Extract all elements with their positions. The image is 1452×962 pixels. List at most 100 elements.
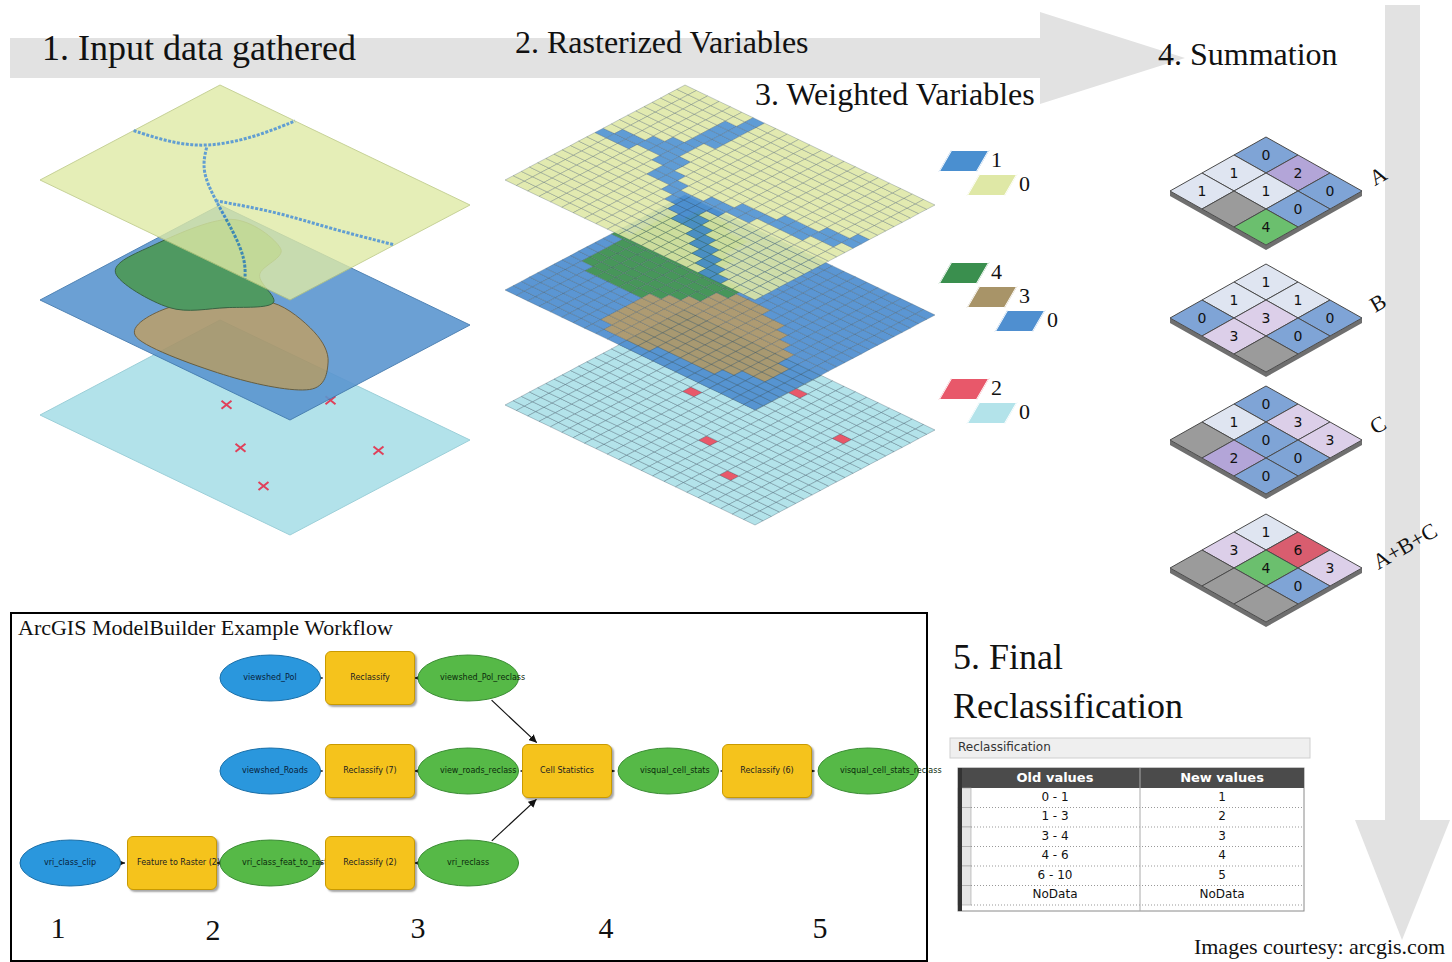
node-text: Reclassify (7) <box>329 765 411 776</box>
value-grid <box>1170 264 1362 377</box>
data-ellipse: viewshed_Pol <box>219 654 322 702</box>
land-area <box>40 85 470 300</box>
step-number: 3 <box>411 911 426 946</box>
step-number: 1 <box>51 911 66 946</box>
legend-value: 3 <box>1019 283 1030 308</box>
table-cell: NoData <box>1200 888 1245 902</box>
tool-box: Cell Statistics <box>522 744 612 798</box>
ellipse-outline <box>618 748 719 794</box>
flow-arrow <box>1355 5 1450 940</box>
point-mark <box>374 447 384 455</box>
grid-cell <box>1234 336 1298 372</box>
table-cell: 4 - 6 <box>1041 849 1068 863</box>
legend-value: 1 <box>991 147 1002 172</box>
cell-value: 0 <box>1294 578 1303 594</box>
cell-value: 0 <box>1262 147 1271 163</box>
legend-swatch <box>995 310 1046 332</box>
point-mark <box>259 482 269 490</box>
raster-cell <box>916 200 936 210</box>
node-text: vri_class_feat_to_rast <box>236 857 304 868</box>
point-mark <box>222 401 232 409</box>
legend-swatch <box>939 150 990 172</box>
table-cell: 0 - 1 <box>1041 791 1068 805</box>
cell-value: 2 <box>1230 450 1239 466</box>
reclass-table <box>950 738 1310 911</box>
step-number: 4 <box>599 911 614 946</box>
map-layer <box>40 85 470 300</box>
table-cell: 4 <box>1218 849 1226 863</box>
cell-value: 4 <box>1262 560 1271 576</box>
raster-layer <box>505 195 935 410</box>
cell-value: 0 <box>1294 450 1303 466</box>
table-cell: 3 <box>1218 830 1226 844</box>
raster-cell <box>916 425 936 435</box>
step-title: 4. Summation <box>1158 36 1338 73</box>
node-text: visqual_cell_stats_reclass <box>834 765 902 776</box>
legend-swatch <box>967 402 1018 424</box>
data-ellipse: visqual_cell_stats_reclass <box>817 747 920 795</box>
cell-value: 3 <box>1326 560 1335 576</box>
row-line <box>971 885 1303 886</box>
node-text: viewshed_Roads <box>236 765 304 776</box>
node-text: Reclassify (2) <box>329 857 411 868</box>
legend-value: 0 <box>1019 171 1030 196</box>
cell-value: 3 <box>1230 542 1239 558</box>
legend-swatch <box>939 378 990 400</box>
row-line <box>971 846 1303 847</box>
cell-value: 0 <box>1294 328 1303 344</box>
legend-value: 0 <box>1019 399 1030 424</box>
table-title: Reclassification <box>958 741 1051 755</box>
raster-layer <box>505 310 935 525</box>
node-text: Reclassify (6) <box>726 765 808 776</box>
cell-value: 1 <box>1230 165 1239 181</box>
cell-value: 0 <box>1326 310 1335 326</box>
table-cell: 2 <box>1218 810 1226 824</box>
point-mark <box>236 444 246 452</box>
ellipse-outline <box>220 655 321 701</box>
tool-box: Reclassify (2) <box>325 836 415 890</box>
ellipse-outline <box>20 840 121 886</box>
data-ellipse: vri_class_clip <box>19 839 122 887</box>
river-line <box>216 201 395 245</box>
cell-value: 3 <box>1294 414 1303 430</box>
tool-box: Reclassify (6) <box>722 744 812 798</box>
node-text: vri_class_clip <box>36 857 104 868</box>
cell-value: 3 <box>1326 432 1335 448</box>
grid-cell <box>1234 209 1298 245</box>
cell-value: 1 <box>1262 274 1271 290</box>
ellipse-outline <box>220 840 321 886</box>
node-text: Feature to Raster (2) <box>131 857 213 868</box>
row-line <box>971 827 1303 828</box>
cell-value: 1 <box>1294 292 1303 308</box>
value-grid <box>1170 386 1362 499</box>
ellipse-outline <box>818 748 919 794</box>
cell-value: 1 <box>1262 183 1271 199</box>
cell-value: 6 <box>1294 542 1303 558</box>
node-text: vri_reclass <box>434 857 502 868</box>
node-text: visqual_cell_stats <box>634 765 702 776</box>
cell-value: 2 <box>1294 165 1303 181</box>
value-grid <box>1170 514 1362 627</box>
cell-value: 0 <box>1294 201 1303 217</box>
ellipse-outline <box>220 748 321 794</box>
cell-value: 4 <box>1262 219 1271 235</box>
connector <box>719 770 720 771</box>
legend-swatch <box>939 262 990 284</box>
connector <box>322 862 324 863</box>
data-ellipse: vri_class_feat_to_rast <box>219 839 322 887</box>
ellipse-outline <box>418 748 519 794</box>
data-ellipse: view_roads_reclass <box>417 747 520 795</box>
node-text: viewshed_Pol_reclass <box>434 672 502 683</box>
grid-cell <box>1234 458 1298 494</box>
step-number: 5 <box>813 911 828 946</box>
cell-value: 3 <box>1230 328 1239 344</box>
ellipse-outline <box>418 840 519 886</box>
value-grid <box>1170 137 1362 250</box>
table-header: New values <box>1180 771 1264 786</box>
cell-value: 1 <box>1198 183 1207 199</box>
table-header-bar <box>958 768 1304 788</box>
table-cell: 1 <box>1218 791 1226 805</box>
step-number: 2 <box>206 913 221 948</box>
table-cell: NoData <box>1033 888 1078 902</box>
connector <box>322 677 324 678</box>
